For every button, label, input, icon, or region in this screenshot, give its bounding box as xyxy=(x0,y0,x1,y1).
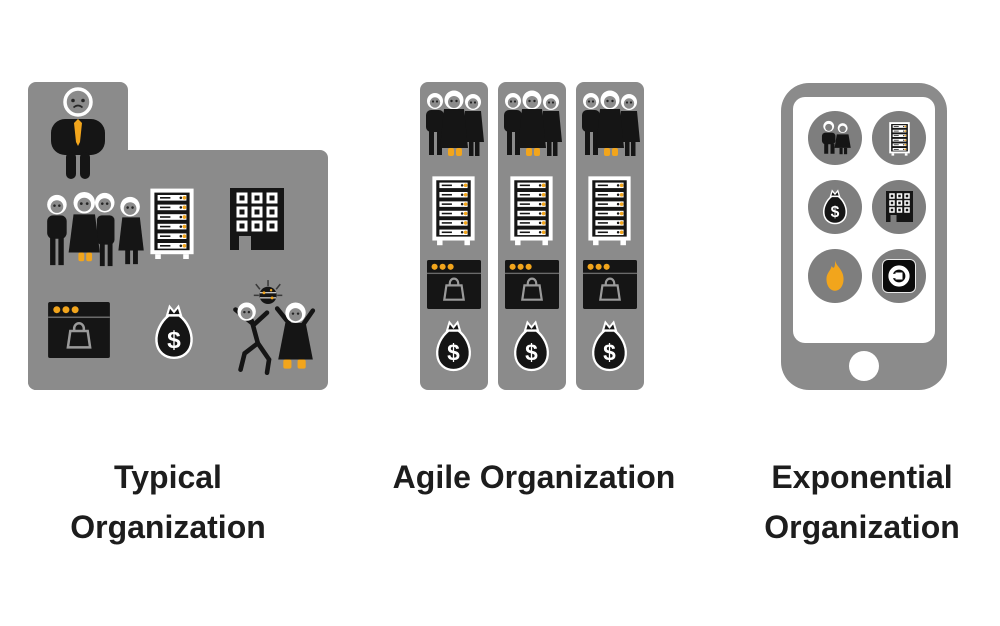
office-building-icon xyxy=(886,191,913,224)
agile-column-3 xyxy=(576,82,644,390)
exponential-org-label: Exponential Organization xyxy=(764,459,960,545)
money-bag-icon xyxy=(821,189,849,225)
app-money xyxy=(808,180,862,234)
couple-icon xyxy=(817,119,853,157)
home-button xyxy=(849,351,879,381)
app-building xyxy=(872,180,926,234)
app-rideshare xyxy=(872,249,926,303)
app-servers xyxy=(872,111,926,165)
typical-org-label: Typical Organization xyxy=(70,459,266,545)
app-flame xyxy=(808,249,862,303)
agile-org-label: Agile Organization xyxy=(392,459,676,495)
agile-column-2 xyxy=(498,82,566,390)
app-couple xyxy=(808,111,862,165)
flame-icon xyxy=(816,257,854,295)
agile-column-1 xyxy=(420,82,488,390)
server-rack-icon xyxy=(888,121,911,156)
rideshare-icon xyxy=(879,256,919,296)
